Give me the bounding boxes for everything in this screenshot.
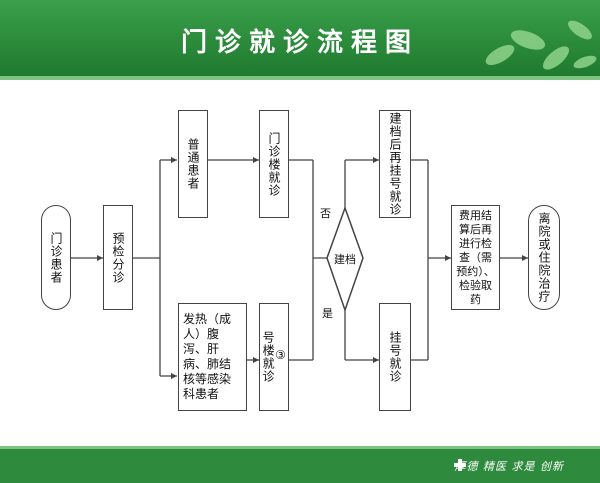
payment-label: 费用结算后再进行检查（需预约）、检验取药 — [456, 208, 495, 306]
create-file-node: 建档后再挂号就诊 — [379, 110, 411, 218]
arrowheads — [97, 157, 528, 379]
fever-patient-node: 发热（成人）腹泻、肝病、肺结核等感染科患者 — [178, 303, 247, 411]
edge-yes-label: 是 — [322, 307, 333, 320]
header-stripe — [0, 76, 600, 80]
decision-label: 建档 — [334, 253, 356, 266]
general-patient-node: 普通患者 — [178, 110, 208, 218]
edge-no-label: 否 — [320, 207, 331, 220]
general-patient-label: 普通患者 — [186, 138, 200, 190]
building3-number: ③ — [275, 348, 287, 362]
building3-label: 号楼就诊 — [261, 331, 276, 383]
register-label: 挂号就诊 — [388, 331, 402, 383]
footer-band — [0, 448, 600, 483]
end-label: 离院或住院治疗 — [537, 212, 551, 303]
header-band — [0, 0, 600, 76]
create-file-label: 建档后再挂号就诊 — [388, 112, 402, 216]
leaf-decoration — [485, 20, 597, 70]
triage-node: 预检分诊 — [103, 205, 133, 310]
triage-label: 预检分诊 — [111, 231, 125, 284]
building3-node: ③ 号楼就诊 — [259, 303, 289, 411]
start-node: 门诊患者 — [41, 205, 71, 310]
fever-patient-label: 发热（成人）腹泻、肝病、肺结核等感染科患者 — [183, 312, 232, 401]
general-building-node: 门诊楼就诊 — [259, 110, 289, 218]
logo-icon — [454, 459, 466, 471]
general-building-label: 门诊楼就诊 — [267, 131, 281, 197]
page-title: 门诊就诊流程图 — [180, 28, 419, 58]
payment-node: 费用结算后再进行检查（需预约）、检验取药 — [451, 205, 500, 310]
decision-diamond — [326, 205, 364, 313]
start-label: 门诊患者 — [49, 231, 63, 284]
register-node: 挂号就诊 — [379, 303, 411, 411]
end-node: 离院或住院治疗 — [528, 205, 560, 310]
footer-slogan: 厚德 精医 求是 创新 — [454, 460, 564, 473]
